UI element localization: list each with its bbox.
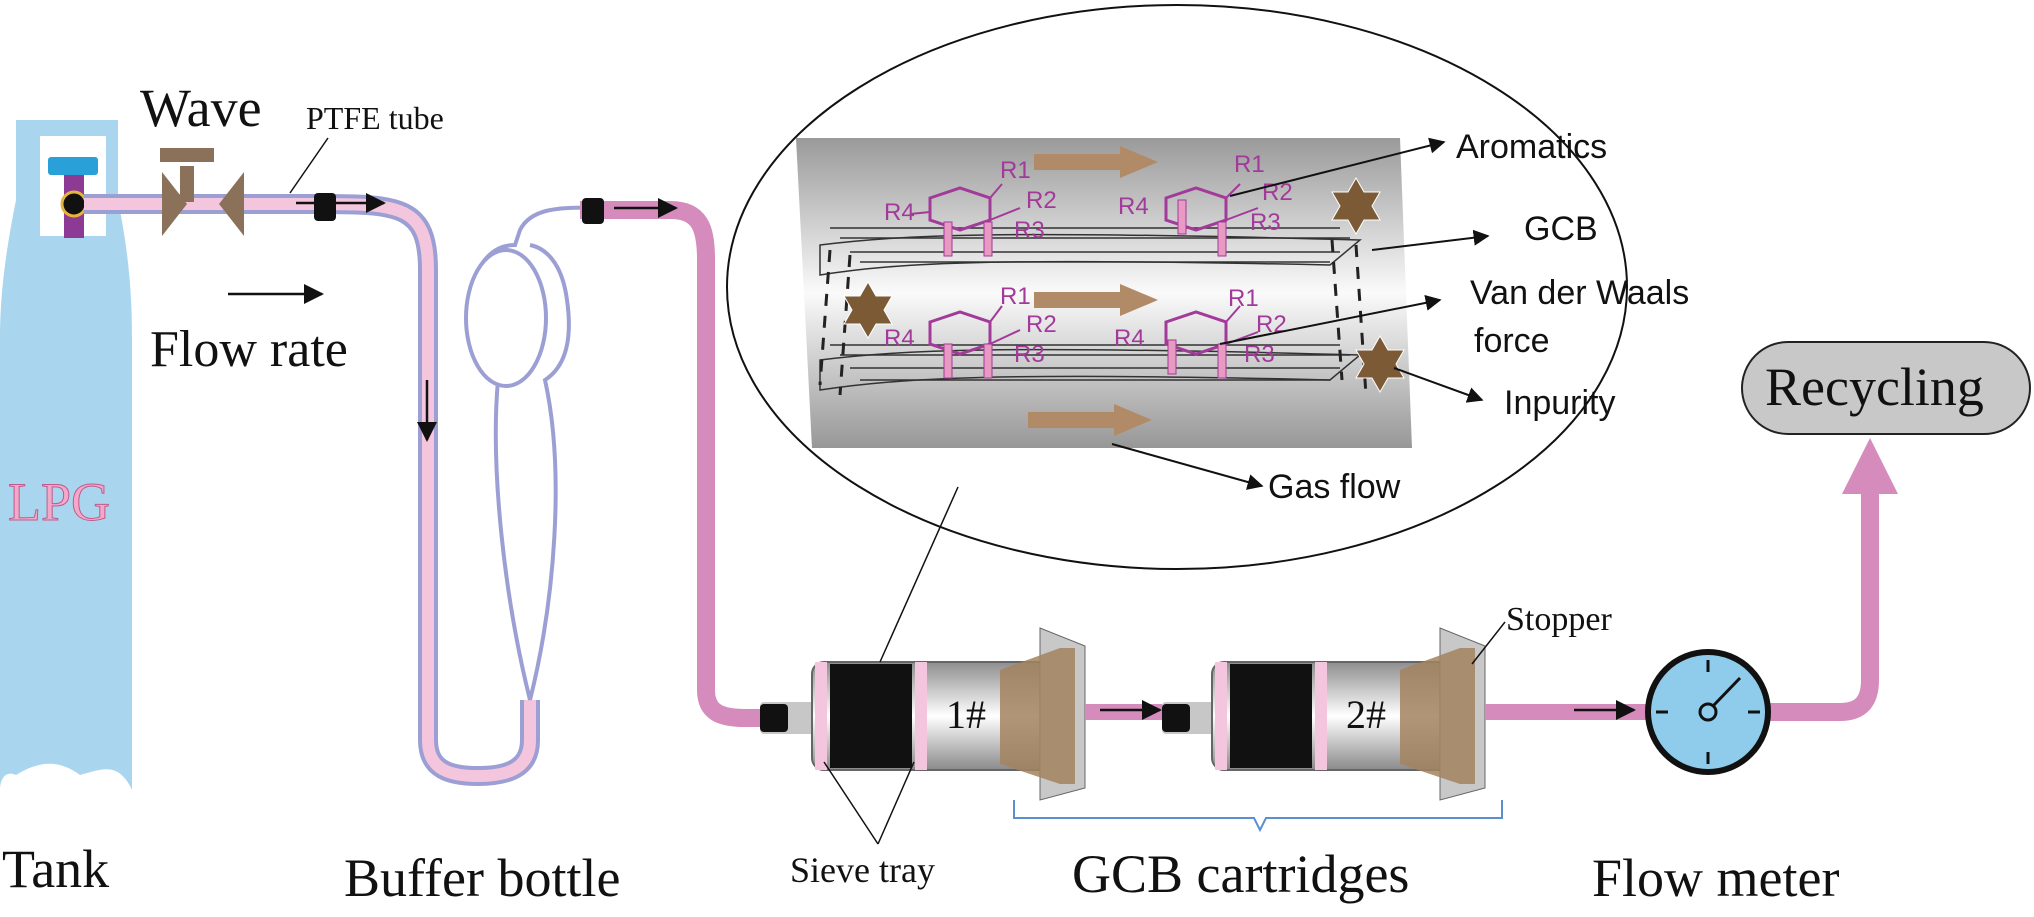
tank-body-label: LPG: [8, 472, 110, 532]
r4-label-a: R4: [884, 199, 915, 226]
flow-meter-label: Flow meter: [1592, 848, 1839, 908]
valve: [160, 148, 244, 236]
r4-label-c: R4: [884, 325, 915, 352]
molecule-3: [928, 305, 1021, 379]
r2-label-a: R2: [1026, 187, 1057, 214]
recycling-arrowhead: [1842, 438, 1898, 494]
flow-meter-gauge: [1645, 649, 1771, 775]
tube-to-recycling: [1770, 490, 1879, 721]
impurity-star-2: [843, 280, 893, 340]
recycling-box: [1741, 341, 2031, 435]
fitting-2: [582, 198, 604, 224]
r1-label-a: R1: [1000, 157, 1031, 184]
tube-tank-to-buffer: [84, 194, 540, 787]
recycling-label: Recycling: [1765, 357, 1984, 417]
r1-label-c: R1: [1000, 283, 1031, 310]
cartridge-2: [1162, 627, 1486, 801]
stopper-label: Stopper: [1506, 601, 1612, 638]
van-der-waals-label-line1: Van der Waals: [1470, 274, 1689, 312]
molecule-1: [909, 183, 1021, 257]
flow-rate-label: Flow rate: [150, 321, 348, 378]
callout-arrows: [1111, 137, 1490, 490]
graphene-layers: [819, 227, 1363, 391]
gas-flow-arrows: [1028, 146, 1158, 436]
sieve-tray-label: Sieve tray: [790, 850, 935, 890]
r3-label-a: R3: [1014, 217, 1045, 244]
cartridge-2-label: 2#: [1346, 692, 1386, 737]
magnified-inset: R1 R2 R3 R4 R1 R2 R3 R4 R1 R2 R3 R4 R1 R…: [726, 4, 1689, 663]
r3-label-c: R3: [1014, 341, 1045, 368]
impurity-star-1: [1331, 176, 1381, 236]
valve-label: Wave: [140, 78, 262, 138]
impurity-stars: [843, 176, 1405, 394]
buffer-bottle: [464, 205, 601, 701]
r3-label-b: R3: [1250, 209, 1281, 236]
buffer-bottle-label: Buffer bottle: [344, 848, 620, 908]
molecule-labels: R1 R2 R3 R4 R1 R2 R3 R4 R1 R2 R3 R4 R1 R…: [884, 151, 1293, 368]
tank-handle: [48, 157, 98, 175]
cartridges-label: GCB cartridges: [1072, 844, 1409, 904]
ptfe-tube-label: PTFE tube: [306, 100, 444, 136]
ptfe-pointer: [289, 137, 329, 194]
stopper-pointer: [1471, 621, 1506, 665]
molecule-2: [1164, 183, 1259, 257]
tube-buffer-to-cartridge: [580, 201, 790, 727]
sieve-pointer-2: [877, 761, 915, 845]
layer-edges: [818, 239, 1368, 396]
tank-label: Tank: [2, 839, 109, 899]
r3-label-d: R3: [1244, 341, 1275, 368]
cartridge-1: [760, 627, 1086, 801]
tank-outlet: [60, 190, 88, 218]
r1-label-b: R1: [1234, 151, 1265, 178]
cartridges-bracket: [1013, 800, 1503, 833]
fitting-1: [314, 193, 336, 221]
impurity-star-3: [1355, 334, 1405, 394]
r2-label-c: R2: [1026, 311, 1057, 338]
van-der-waals-label-line2: force: [1474, 322, 1550, 360]
inset-pointer: [879, 486, 959, 663]
cartridge-1-label: 1#: [946, 692, 986, 737]
impurity-label: Inpurity: [1504, 384, 1616, 422]
lpg-tank: LPG: [0, 120, 132, 790]
gas-flow-label: Gas flow: [1268, 468, 1401, 506]
r4-label-b: R4: [1118, 193, 1149, 220]
gcb-label: GCB: [1524, 210, 1598, 248]
r4-label-d: R4: [1114, 325, 1145, 352]
aromatics-label: Aromatics: [1456, 128, 1607, 166]
r1-label-d: R1: [1228, 285, 1259, 312]
sieve-pointer-1: [823, 761, 879, 845]
